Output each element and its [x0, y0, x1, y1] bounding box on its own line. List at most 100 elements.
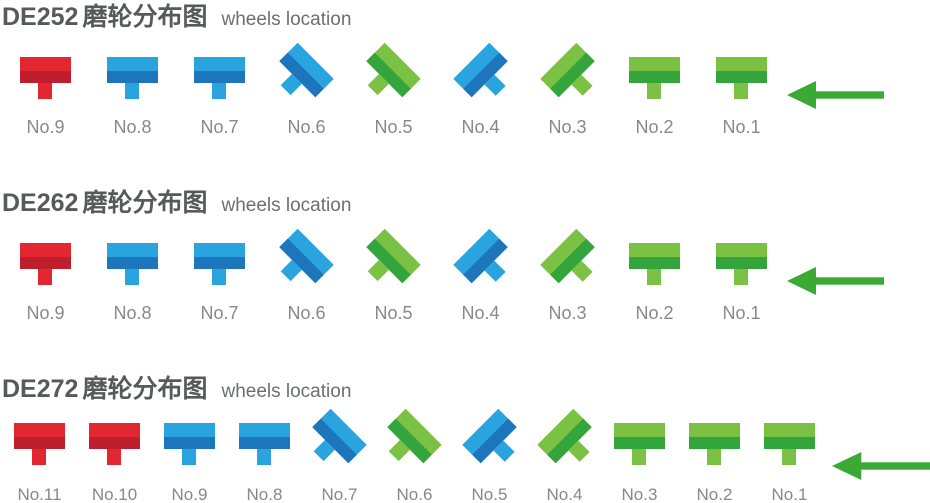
wheel-label: No.7 [321, 485, 358, 503]
wheel-bar [716, 243, 767, 269]
wheel-icon-area [540, 228, 595, 293]
wheel-item: No.1 [752, 413, 827, 503]
wheel-icon-area [764, 413, 815, 473]
wheel-bar-shade [239, 437, 290, 449]
wheel-icon-area [20, 47, 71, 107]
wheel-item: No.10 [77, 413, 152, 503]
wheel-item: No.4 [437, 228, 524, 324]
wheel-label: No.6 [287, 117, 326, 137]
wheel-icon [20, 243, 71, 285]
wheel-icon [764, 423, 815, 465]
arrow-left-icon [787, 266, 884, 296]
wheel-icon [194, 243, 245, 285]
wheel-label: No.5 [471, 485, 508, 503]
wheel-icon [239, 423, 290, 465]
wheel-bar-shade [716, 71, 767, 83]
wheel-icon-area [279, 42, 334, 107]
wheel-label: No.3 [621, 485, 658, 503]
wheel-stem [107, 449, 121, 465]
wheel-bar [89, 423, 140, 449]
wheel-icon [89, 423, 140, 465]
wheel-item: No.2 [611, 47, 698, 138]
model-name: DE262 [2, 189, 79, 217]
wheel-icon-area [107, 47, 158, 107]
wheel-item: No.8 [89, 233, 176, 324]
wheel-icon-area [194, 233, 245, 293]
wheel-label: No.3 [548, 303, 587, 323]
wheel-stem [38, 83, 52, 99]
model-name: DE252 [2, 3, 79, 31]
wheel-label: No.4 [461, 303, 500, 323]
wheel-bar-shade [629, 257, 680, 269]
wheel-bar [194, 57, 245, 83]
wheel-icon [355, 42, 421, 109]
section-title-english: wheels location [221, 195, 352, 216]
wheel-bar-shade [550, 238, 595, 284]
wheel-icon-area [716, 47, 767, 107]
wheel-label: No.8 [246, 485, 283, 503]
wheel-label: No.2 [696, 485, 733, 503]
wheel-bar [164, 423, 215, 449]
wheel-label: No.1 [722, 303, 761, 323]
wheel-item: No.7 [302, 408, 377, 503]
wheel-icon [164, 423, 215, 465]
wheel-bar [239, 423, 290, 449]
wheel-bar-shade [107, 257, 158, 269]
wheel-label: No.4 [546, 485, 583, 503]
wheel-icon [614, 423, 665, 465]
wheel-icon [20, 57, 71, 99]
wheel-item: No.9 [2, 47, 89, 138]
wheel-label: No.9 [26, 303, 65, 323]
wheel-icon-area [312, 408, 367, 473]
wheel-stem [125, 269, 139, 285]
wheel-icon-area [629, 233, 680, 293]
wheel-icon-area [716, 233, 767, 293]
wheel-item: No.7 [176, 47, 263, 138]
wheel-item: No.4 [437, 42, 524, 138]
wheel-stem [125, 83, 139, 99]
wheel-icon [716, 243, 767, 285]
wheel-label: No.9 [171, 485, 208, 503]
wheel-item: No.8 [227, 413, 302, 503]
wheel-item: No.1 [698, 233, 785, 324]
wheel-bar [629, 243, 680, 269]
wheel-label: No.6 [396, 485, 433, 503]
arrow-left-icon [787, 80, 884, 110]
wheel-icon-area [89, 413, 140, 473]
wheel-icon-area [20, 233, 71, 293]
wheel-icon [107, 57, 158, 99]
section-title-english: wheels location [221, 9, 352, 30]
wheel-bar-shade [614, 437, 665, 449]
wheel-item: No.5 [452, 408, 527, 503]
wheel-icon [14, 423, 65, 465]
wheel-bar-shade [20, 257, 71, 269]
wheel-icon-area [279, 228, 334, 293]
wheel-bar [614, 423, 665, 449]
wheel-icon-area [453, 42, 508, 107]
wheel-stem [707, 449, 721, 465]
wheel-bar-shade [89, 437, 140, 449]
wheel-item: No.4 [527, 408, 602, 503]
wheel-bar [194, 243, 245, 269]
section-title-chinese: 磨轮分布图 [82, 375, 208, 403]
wheel-stem [257, 449, 271, 465]
wheel-bar [20, 243, 71, 269]
wheel-bar-shade [547, 418, 592, 464]
wheel-icon-area [540, 42, 595, 107]
wheel-icon-area [537, 408, 592, 473]
wheel-stem [212, 83, 226, 99]
wheel-stem [182, 449, 196, 465]
wheel-icon-area [194, 47, 245, 107]
wheel-icon [540, 42, 606, 109]
wheel-bar-shade [164, 437, 215, 449]
wheel-icon-area [107, 233, 158, 293]
wheel-item: No.5 [350, 228, 437, 324]
wheel-item: No.6 [263, 42, 350, 138]
wheel-bar [14, 423, 65, 449]
wheel-bar [629, 57, 680, 83]
wheel-icon [355, 228, 421, 295]
arrow-left-icon [832, 451, 930, 481]
